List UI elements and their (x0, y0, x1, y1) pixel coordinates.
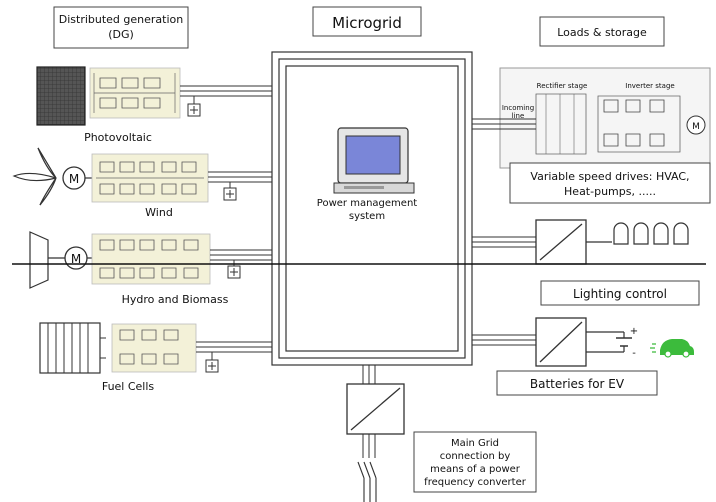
pv-converter (89, 67, 181, 119)
lamp-icon (613, 222, 689, 245)
pv-link (180, 85, 272, 117)
grid-switch-icon (357, 461, 377, 502)
source-label-wind: Wind (145, 206, 173, 219)
main-grid-line1: Main Grid (451, 438, 499, 449)
vsd-label-line1: Variable speed drives: HVAC, (530, 170, 689, 183)
hydro-turbine-icon (29, 231, 49, 289)
battery-plus: + (630, 326, 638, 337)
main-grid-line3: means of a power (430, 464, 521, 475)
inverter-stage-label: Inverter stage (625, 82, 674, 90)
loads-header: Loads & storage (557, 26, 647, 39)
ev-converter-icon (535, 317, 587, 367)
pms-label-line1: Power management (317, 198, 417, 209)
lighting-converter-icon (535, 219, 612, 265)
hydro-link (210, 249, 272, 279)
lighting-label-box: Lighting control (540, 280, 700, 306)
ev-link (472, 334, 536, 346)
grid-link (362, 365, 376, 458)
grid-converter-icon (346, 383, 405, 435)
page-title: Microgrid (332, 14, 402, 32)
wind-link (208, 171, 272, 201)
dg-header-box: Distributed generation (DG) (53, 6, 189, 49)
vsd-label-line2: Heat-pumps, ..... (564, 185, 656, 198)
incoming-line-label-2: line (512, 112, 525, 120)
battery-icon (586, 331, 632, 353)
hydro-motor-letter: M (71, 252, 81, 266)
lighting-label: Lighting control (573, 287, 667, 301)
batteries-label: Batteries for EV (530, 377, 625, 391)
source-label-hydro: Hydro and Biomass (122, 293, 229, 306)
lighting-link (472, 236, 536, 248)
hydro-generator-icon: M (48, 246, 92, 270)
loads-header-box: Loads & storage (539, 16, 665, 47)
main-grid-line2: connection by (440, 451, 511, 462)
fuel-cell-stack-icon (39, 322, 106, 374)
pv-panel-icon (36, 66, 86, 126)
hydro-converter (91, 233, 211, 285)
drive-motor-letter: M (692, 122, 700, 132)
wind-generator-icon: M (62, 166, 92, 190)
computer-icon (333, 127, 415, 194)
battery-minus: - (632, 348, 636, 359)
dg-header-line2: (DG) (108, 28, 134, 41)
source-label-fuel: Fuel Cells (102, 380, 155, 393)
drive-panel: Rectifier stage Inverter stage Incoming … (499, 67, 711, 169)
drive-link (472, 118, 536, 130)
main-grid-label-box: Main Grid connection by means of a power… (413, 431, 537, 493)
source-label-pv: Photovoltaic (84, 131, 152, 144)
vsd-label-box: Variable speed drives: HVAC, Heat-pumps,… (509, 162, 711, 204)
wind-turbine-icon (12, 147, 57, 206)
batteries-label-box: Batteries for EV (496, 370, 658, 396)
incoming-line-label-1: Incoming (502, 104, 534, 112)
microgrid-bus-frame (271, 51, 473, 366)
wind-converter (91, 153, 209, 203)
pms-label-line2: system (349, 211, 385, 222)
title-box: Microgrid (312, 6, 422, 37)
wind-motor-letter: M (69, 172, 79, 186)
ev-car-icon (650, 339, 694, 358)
dg-header-line1: Distributed generation (59, 13, 184, 26)
fuel-link (196, 341, 272, 373)
fuel-converter (111, 323, 197, 373)
main-grid-line4: frequency converter (424, 477, 527, 488)
rectifier-stage-label: Rectifier stage (537, 82, 588, 90)
